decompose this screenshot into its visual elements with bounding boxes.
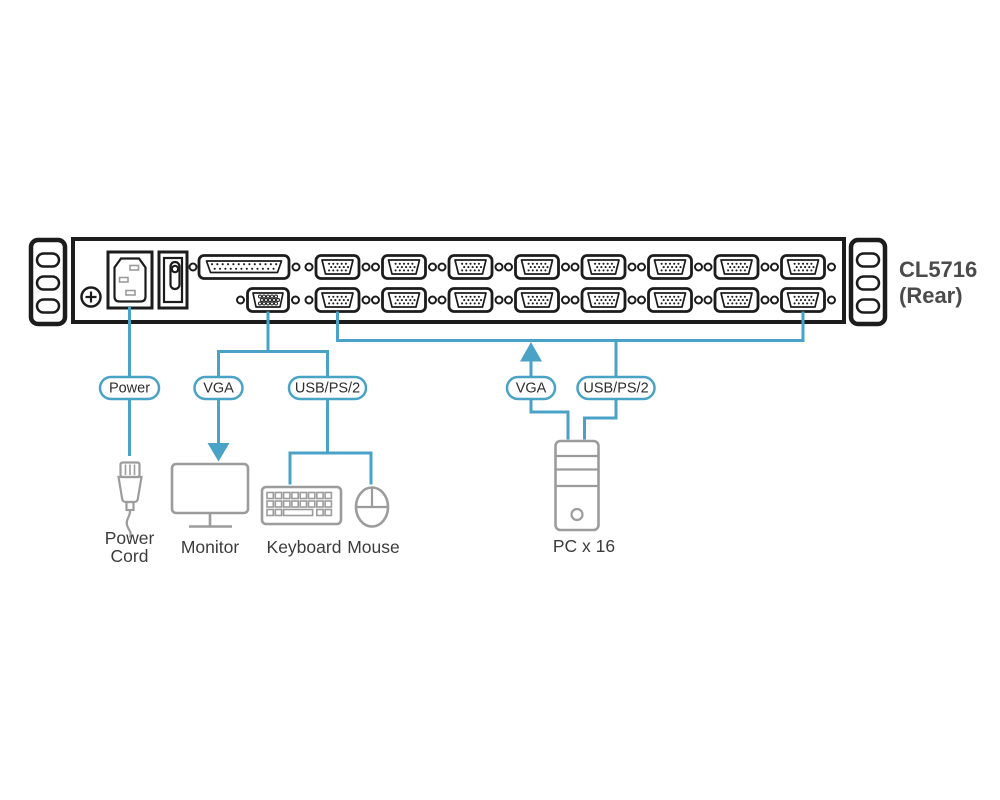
vga-kvm-port-icon bbox=[703, 254, 770, 280]
pc-vga-label-pill: VGA bbox=[505, 375, 557, 401]
vga-kvm-port-icon bbox=[503, 254, 571, 280]
vga-kvm-port-icon bbox=[769, 254, 837, 280]
text-labels: CL5716 (Rear) Power Cord Monitor Keyboar… bbox=[105, 257, 978, 566]
pc-group-label: PC x 16 bbox=[553, 536, 615, 556]
power-cord-icon bbox=[117, 461, 143, 538]
grounding-screw-icon bbox=[80, 286, 102, 308]
up-arrow-icon bbox=[520, 342, 542, 362]
vga-kvm-port-icon bbox=[370, 254, 438, 280]
console-vga-label-pill: VGA bbox=[193, 375, 244, 401]
vga-kvm-port-icon bbox=[769, 287, 837, 313]
power-inlet-icon bbox=[106, 250, 154, 310]
power-cord-label-line2: Cord bbox=[111, 546, 149, 566]
vga-kvm-port-icon bbox=[437, 287, 504, 313]
power-label: Power bbox=[109, 381, 150, 397]
vga-kvm-port-icon bbox=[304, 254, 371, 280]
pc-tower-icon bbox=[554, 439, 600, 532]
vga-kvm-port-icon bbox=[570, 287, 637, 313]
pc-vga-label: VGA bbox=[516, 381, 547, 397]
power-cord-label-line1: Power bbox=[105, 528, 155, 548]
rear-panel bbox=[28, 237, 888, 327]
vga-kvm-port-icon bbox=[636, 287, 704, 313]
down-arrow-icon bbox=[207, 443, 230, 462]
keyboard-icon bbox=[260, 485, 343, 526]
peripherals bbox=[117, 439, 600, 538]
power-label-pill: Power bbox=[98, 375, 161, 401]
power-switch-icon bbox=[157, 250, 189, 310]
right-rack-ear-icon bbox=[848, 237, 888, 327]
db25-console-port-icon bbox=[188, 254, 301, 280]
console-usb-ps2-label: USB/PS/2 bbox=[295, 381, 360, 397]
mouse-label: Mouse bbox=[347, 537, 400, 557]
monitor-label: Monitor bbox=[181, 537, 240, 557]
cable-labels: Power VGA USB/PS/2 VGA USB/PS/2 bbox=[98, 375, 656, 401]
kvm-bus-line bbox=[336, 311, 805, 342]
vga-kvm-port-icon bbox=[503, 287, 571, 313]
console-usb-ps2-label-pill: USB/PS/2 bbox=[287, 375, 368, 401]
vga-kvm-port-icon bbox=[304, 287, 371, 313]
console-vga-label: VGA bbox=[203, 381, 234, 397]
vga-kvm-port-icon bbox=[636, 254, 704, 280]
vga-kvm-port-icon bbox=[570, 254, 637, 280]
device-model-label: CL5716 bbox=[899, 257, 977, 282]
left-rack-ear-icon bbox=[28, 237, 68, 327]
vga-console-port-icon bbox=[235, 287, 301, 313]
monitor-icon bbox=[170, 462, 250, 528]
device-view-label: (Rear) bbox=[899, 283, 963, 308]
vga-kvm-port-icon bbox=[437, 254, 504, 280]
vga-kvm-port-icon bbox=[370, 287, 438, 313]
keyboard-label: Keyboard bbox=[267, 537, 342, 557]
pc-usb-ps2-label-pill: USB/PS/2 bbox=[576, 375, 656, 401]
mouse-icon bbox=[354, 486, 390, 528]
vga-kvm-port-icon bbox=[703, 287, 770, 313]
pc-usb-ps2-label: USB/PS/2 bbox=[583, 381, 648, 397]
